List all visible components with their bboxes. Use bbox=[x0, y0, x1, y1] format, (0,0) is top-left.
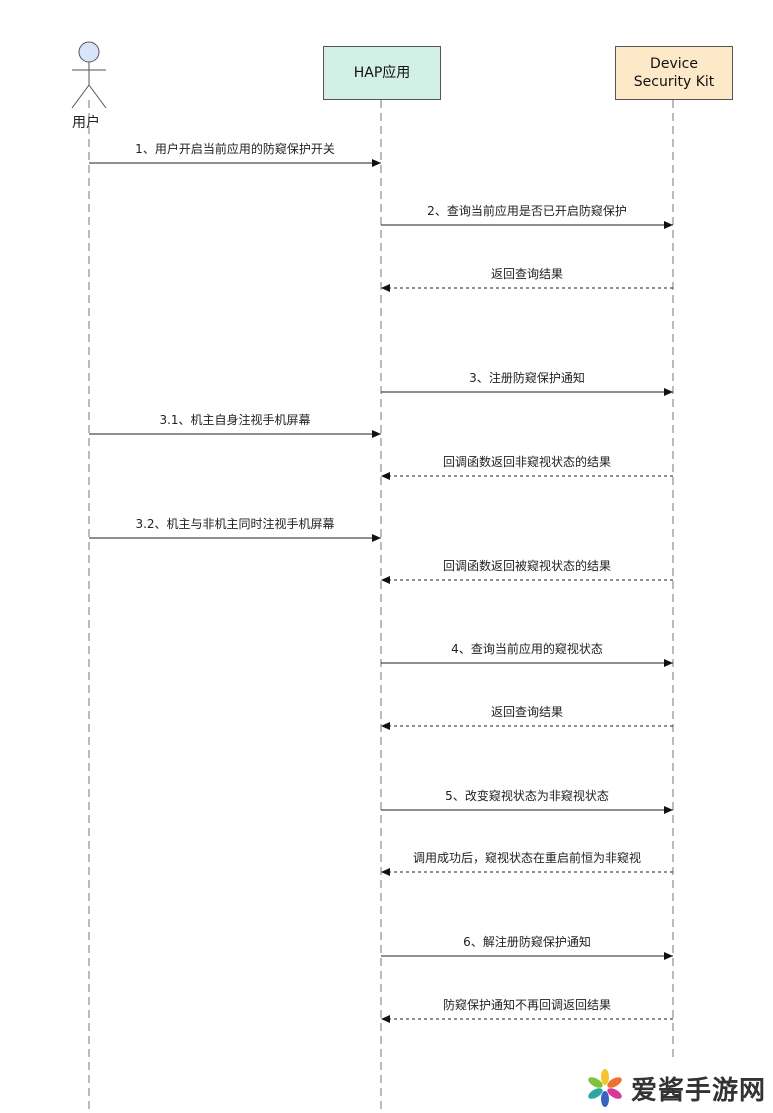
message-label: 3.2、机主与非机主同时注视手机屏幕 bbox=[135, 517, 335, 531]
message-label: 3.1、机主自身注视手机屏幕 bbox=[159, 413, 311, 427]
message-label: 调用成功后，窥视状态在重启前恒为非窥视 bbox=[412, 851, 642, 865]
message-label: 返回查询结果 bbox=[490, 705, 564, 719]
participant-label: HAP应用 bbox=[353, 65, 411, 81]
message-label: 回调函数返回被窥视状态的结果 bbox=[442, 559, 612, 573]
watermark-logo: 爱酱手游网 bbox=[585, 1068, 766, 1108]
message-label: 防窥保护通知不再回调返回结果 bbox=[442, 998, 612, 1012]
message-label: 4、查询当前应用的窥视状态 bbox=[451, 642, 603, 656]
message-label: 6、解注册防窥保护通知 bbox=[463, 935, 591, 949]
actor-leg-left bbox=[71, 84, 90, 109]
participant-device-security-kit: Device Security Kit bbox=[615, 46, 733, 100]
message-label: 回调函数返回非窥视状态的结果 bbox=[442, 455, 612, 469]
actor-head-icon bbox=[78, 41, 100, 63]
message-label: 5、改变窥视状态为非窥视状态 bbox=[445, 789, 609, 803]
message-label: 返回查询结果 bbox=[490, 267, 564, 281]
message-label: 3、注册防窥保护通知 bbox=[469, 371, 585, 385]
flower-logo-icon bbox=[588, 1069, 622, 1107]
actor-user-label: 用户 bbox=[72, 115, 100, 131]
message-label: 2、查询当前应用是否已开启防窥保护 bbox=[427, 204, 627, 218]
participant-label: Device Security Kit bbox=[633, 56, 715, 90]
message-label: 1、用户开启当前应用的防窥保护开关 bbox=[135, 142, 335, 156]
actor-leg-right bbox=[88, 84, 107, 109]
watermark-text: 爱酱手游网 bbox=[631, 1075, 767, 1106]
participant-hap-app: HAP应用 bbox=[323, 46, 441, 100]
